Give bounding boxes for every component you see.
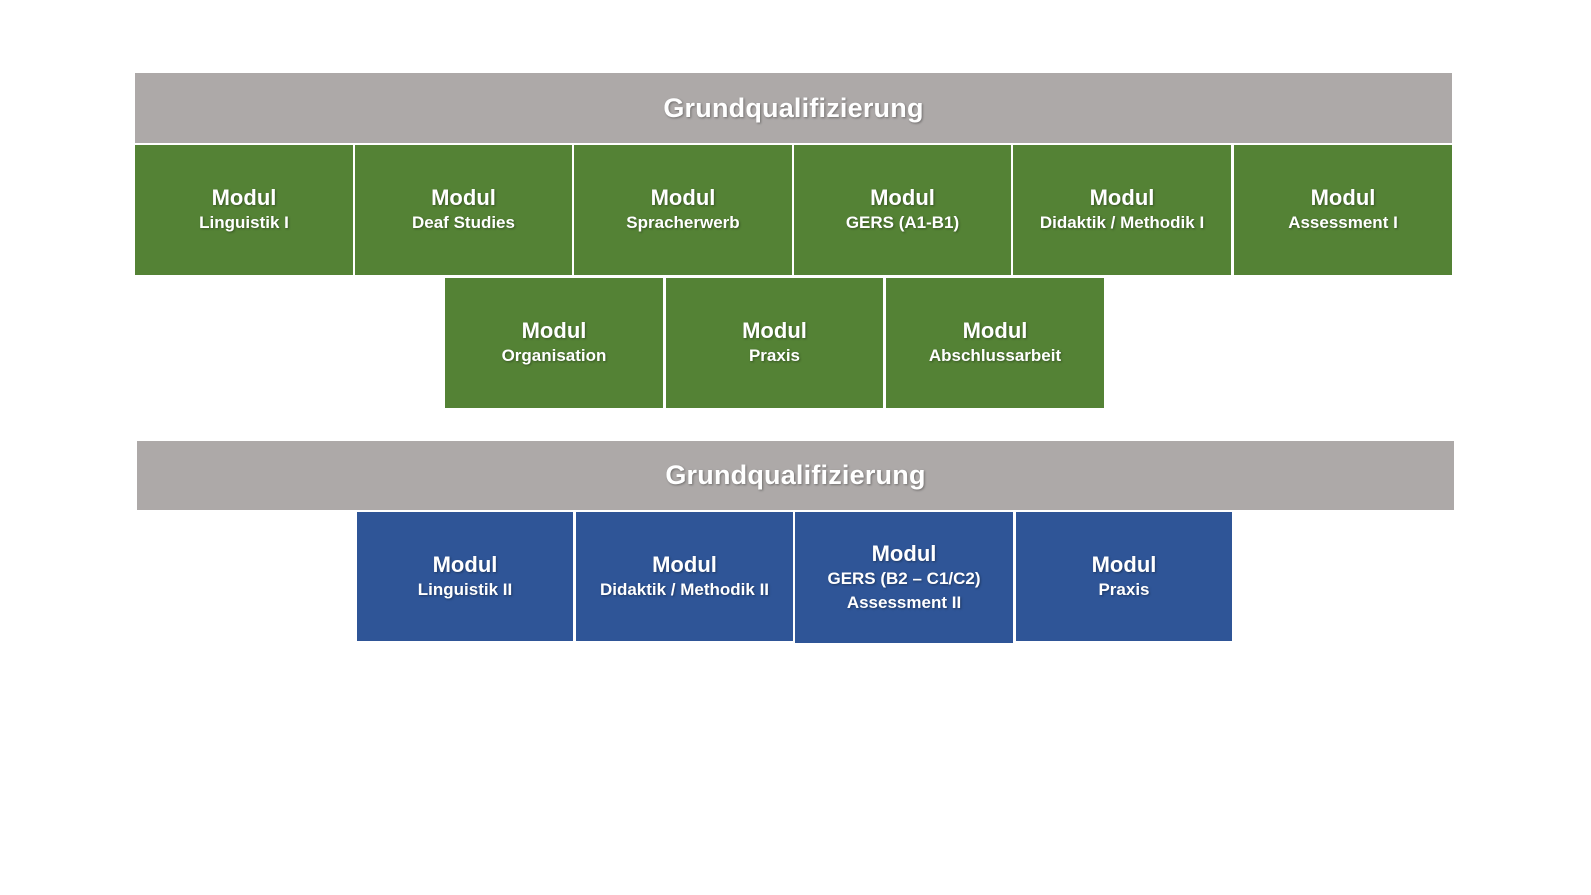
module-title: Modul xyxy=(1089,185,1155,210)
module-subtitle: Assessment I xyxy=(1288,213,1398,232)
module-subtitle: Praxis xyxy=(1098,579,1150,599)
module-subtitle: Linguistik II xyxy=(417,579,513,599)
section1-banner: Grundqualifizierung xyxy=(135,73,1452,143)
module-subtitle: GERS (B2 – C1/C2) xyxy=(827,568,981,588)
module-title: Modul xyxy=(652,551,717,577)
module-title: Modul xyxy=(871,540,937,566)
module-title: Modul xyxy=(650,185,716,210)
module-assessment-1: Modul Assessment I xyxy=(1234,145,1452,275)
module-linguistik-1: Modul Linguistik I xyxy=(135,145,353,275)
module-organisation: Modul Organisation xyxy=(445,278,663,408)
module-subtitle: Didaktik / Methodik II xyxy=(599,579,770,599)
module-gers-a1-b1: Modul GERS (A1-B1) xyxy=(794,145,1011,275)
module-title: Modul xyxy=(432,551,498,577)
module-abschlussarbeit: Modul Abschlussarbeit xyxy=(886,278,1104,408)
module-deaf-studies: Modul Deaf Studies xyxy=(355,145,572,275)
module-title: Modul xyxy=(1091,551,1157,577)
module-title: Modul xyxy=(431,185,496,210)
module-subtitle: Organisation xyxy=(501,346,607,365)
module-subtitle: Deaf Studies xyxy=(412,213,515,232)
module-linguistik-2: Modul Linguistik II xyxy=(357,512,573,641)
module-spracherwerb: Modul Spracherwerb xyxy=(574,145,792,275)
module-didaktik-2: Modul Didaktik / Methodik II xyxy=(576,512,793,641)
module-didaktik-1: Modul Didaktik / Methodik I xyxy=(1013,145,1231,275)
module-subtitle: Abschlussarbeit xyxy=(928,346,1062,365)
module-subtitle: Spracherwerb xyxy=(626,213,740,232)
module-gers-b2-c2: Modul GERS (B2 – C1/C2) Assessment II xyxy=(795,512,1013,643)
module-praxis-2: Modul Praxis xyxy=(1016,512,1232,641)
module-praxis-1: Modul Praxis xyxy=(666,278,883,408)
module-subtitle-secondary: Assessment II xyxy=(846,592,962,612)
module-title: Modul xyxy=(211,185,277,210)
module-title: Modul xyxy=(1310,185,1376,210)
section2-banner: Grundqualifizierung xyxy=(137,441,1454,510)
module-subtitle: Praxis xyxy=(748,346,801,365)
module-title: Modul xyxy=(870,185,935,210)
module-subtitle: GERS (A1-B1) xyxy=(845,213,960,232)
module-title: Modul xyxy=(962,318,1028,343)
module-subtitle: Didaktik / Methodik I xyxy=(1039,213,1205,232)
module-title: Modul xyxy=(521,318,587,343)
module-subtitle: Linguistik I xyxy=(199,213,289,232)
module-title: Modul xyxy=(742,318,807,343)
